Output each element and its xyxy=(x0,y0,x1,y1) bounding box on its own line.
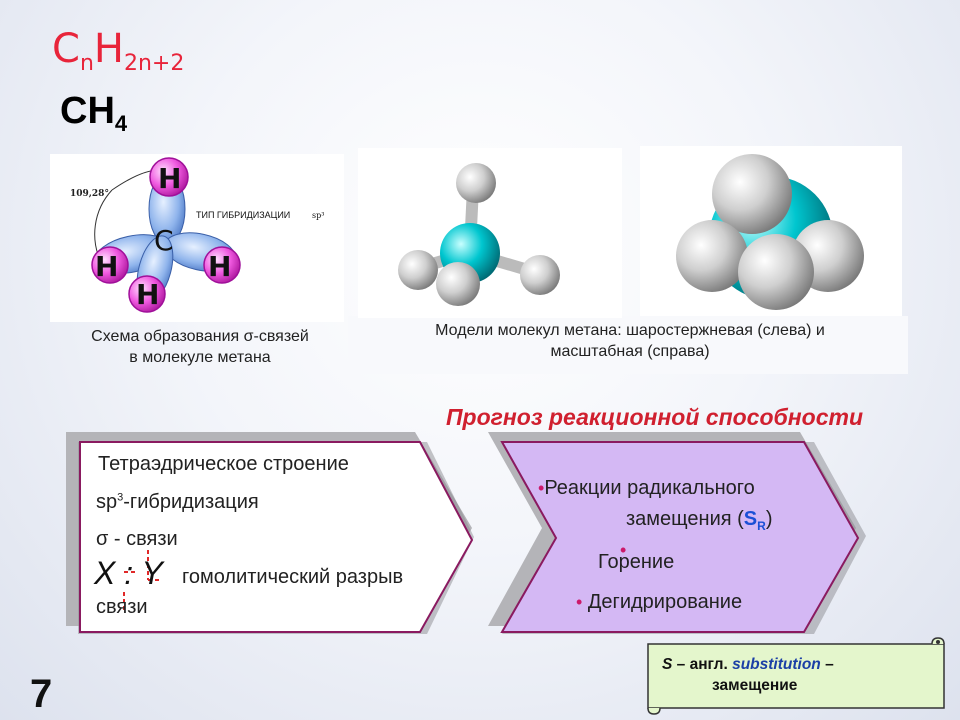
general-formula: CnH2n+2 xyxy=(52,26,185,76)
angle-label: 109,28° xyxy=(70,189,109,199)
scheme-caption: Схема образования σ-связей в молекуле ме… xyxy=(91,328,309,366)
atom-h-left: H xyxy=(95,250,118,283)
right-arrow-box xyxy=(488,432,866,634)
radical-substitution-item: •Реакции радикального xyxy=(538,477,755,499)
space-filling-model xyxy=(640,146,902,316)
atom-h-right: H xyxy=(208,250,231,283)
molecule-formula: CH4 xyxy=(60,90,128,136)
atom-c: C xyxy=(154,224,174,257)
orbital-scheme-image: 109,28° H H H H C ТИП ГИБРИДИЗАЦИИ sp³ xyxy=(50,154,344,322)
combustion-bullet: • xyxy=(620,540,627,560)
dehydrogenation-item: • Дегидрирование xyxy=(576,591,743,613)
left-arrow-box xyxy=(66,432,474,634)
radical-substitution-cont: замещения (SR) xyxy=(626,508,773,533)
note-scroll xyxy=(647,637,945,715)
hybrid-label-sp3: sp³ xyxy=(312,211,324,220)
atom-h-bottom: H xyxy=(136,278,159,311)
note-text: S – англ. substitution –замещение xyxy=(662,656,834,694)
sigma-bonds-text: σ - связи xyxy=(96,528,178,550)
homolytic-text: гомолитический разрыв xyxy=(182,566,404,588)
slide-number: 7 xyxy=(30,672,53,716)
forecast-title: Прогноз реакционной способности xyxy=(446,404,863,430)
caption-strip xyxy=(348,316,908,374)
xy-bond: X : Y xyxy=(94,555,163,591)
tetrahedral-text: Тетраэдрическое строение xyxy=(98,453,349,475)
models-caption: Модели молекул метана: шаростержневая (с… xyxy=(435,322,825,360)
ball-and-stick-model xyxy=(358,148,622,318)
combustion-item: Горение xyxy=(598,551,675,573)
hybrid-label: ТИП ГИБРИДИЗАЦИИ xyxy=(196,210,290,220)
hybridization-text: sp3-гибридизация xyxy=(96,491,259,513)
bond-text: связи xyxy=(96,596,148,618)
atom-h-top: H xyxy=(158,162,181,195)
